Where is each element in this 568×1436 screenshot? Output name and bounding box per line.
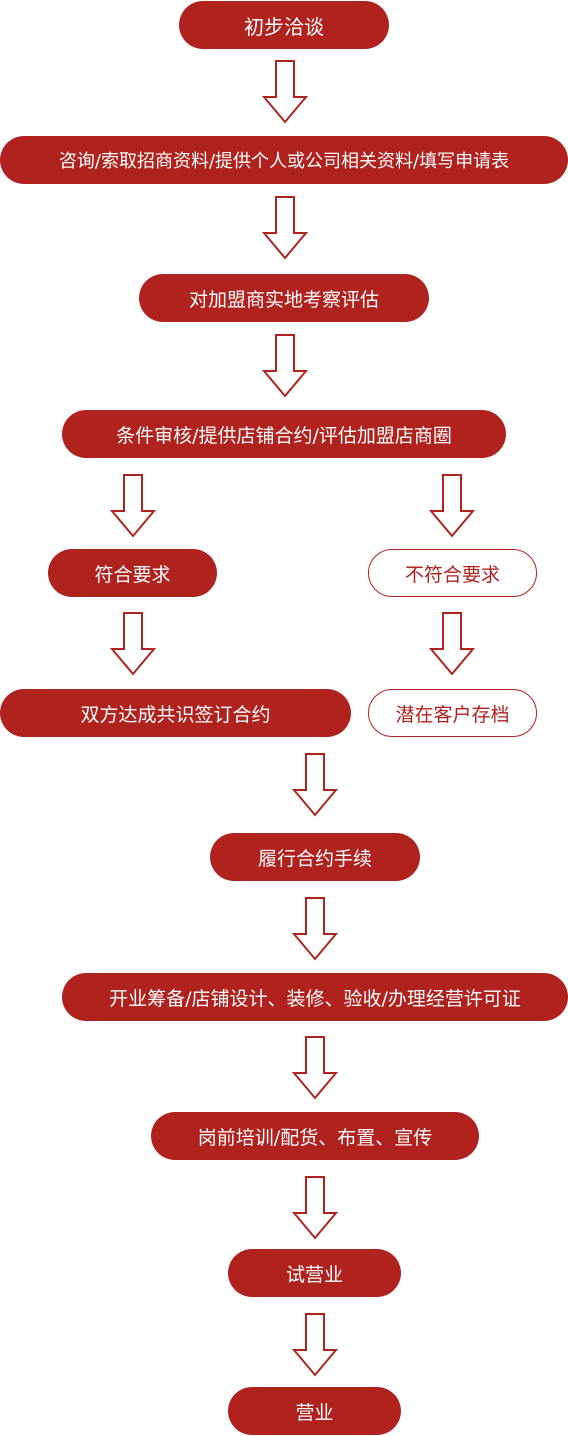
step-training-stocking: 岗前培训/配货、布置、宣传 xyxy=(151,1112,479,1160)
down-arrow-icon xyxy=(292,1176,338,1240)
step-operation: 营业 xyxy=(228,1387,401,1435)
down-arrow-icon xyxy=(110,612,156,676)
step-condition-review: 条件审核/提供店铺合约/评估加盟店商圈 xyxy=(62,410,506,458)
down-arrow-icon xyxy=(292,1036,338,1100)
down-arrow-icon xyxy=(292,753,338,817)
step-site-evaluation: 对加盟商实地考察评估 xyxy=(139,274,429,322)
step-consult-apply: 咨询/索取招商资料/提供个人或公司相关资料/填写申请表 xyxy=(0,136,568,184)
step-fulfil-contract: 履行合约手续 xyxy=(210,833,420,881)
down-arrow-icon xyxy=(262,60,308,124)
down-arrow-icon xyxy=(110,474,156,538)
step-not-qualified: 不符合要求 xyxy=(368,549,537,597)
step-trial-operation: 试营业 xyxy=(228,1249,401,1297)
step-initial-talk: 初步洽谈 xyxy=(179,1,389,49)
step-sign-contract: 双方达成共识签订合约 xyxy=(0,689,351,737)
down-arrow-icon xyxy=(262,196,308,260)
step-qualified: 符合要求 xyxy=(48,549,217,597)
step-opening-prep: 开业筹备/店铺设计、装修、验收/办理经营许可证 xyxy=(62,973,568,1021)
down-arrow-icon xyxy=(429,612,475,676)
step-archive-prospect: 潜在客户存档 xyxy=(368,689,537,737)
down-arrow-icon xyxy=(292,1313,338,1377)
down-arrow-icon xyxy=(262,334,308,398)
down-arrow-icon xyxy=(292,897,338,961)
down-arrow-icon xyxy=(429,474,475,538)
